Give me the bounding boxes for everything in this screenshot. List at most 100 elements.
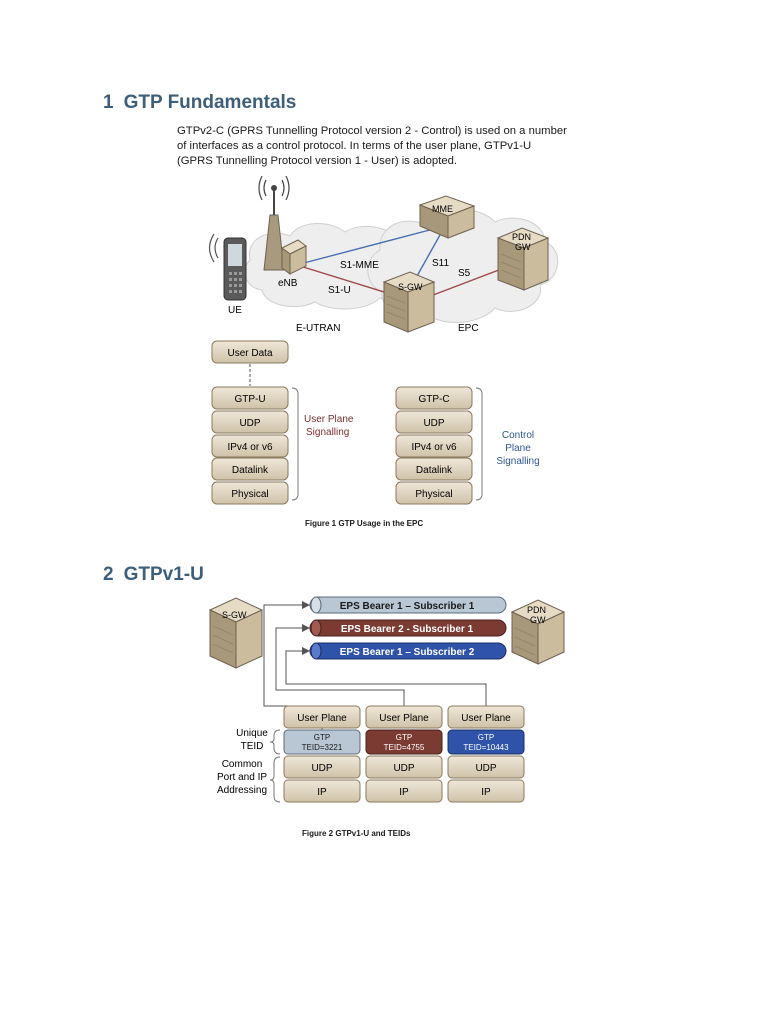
stack-label: User Data	[227, 348, 272, 359]
bearer-tube-2	[309, 619, 507, 637]
tunnel-stack-2: User Plane GTP TEID=4755 UDP IP	[365, 705, 443, 803]
control-plane-label-line1: Control	[502, 430, 534, 441]
stack-label: User Plane	[461, 713, 511, 724]
s5-label: S5	[458, 268, 471, 279]
stack-box-ip	[395, 434, 473, 458]
mme-box-icon	[418, 195, 476, 239]
stack-box-user-data	[211, 340, 289, 364]
enb-label: eNB	[278, 278, 298, 289]
user-plane-label-line1: User Plane	[304, 414, 354, 425]
stack-label: IPv4 or v6	[411, 442, 456, 453]
stack-box-gtp-c	[395, 386, 473, 410]
pdn-gw-label-line1: PDN	[527, 605, 546, 615]
stack-label: UDP	[423, 418, 444, 429]
section-2-number: 2	[103, 564, 114, 585]
user-plane-bracket	[291, 387, 299, 501]
stack-label: GTP-C	[418, 394, 449, 405]
udp-box	[447, 755, 525, 779]
common-label-line2: Port and IP	[217, 772, 267, 783]
figure-1-caption: Figure 1 GTP Usage in the EPC	[305, 519, 424, 528]
stack-label: UDP	[475, 763, 496, 774]
stack-label: GTP-U	[234, 394, 265, 405]
section-2-heading: 2 GTPv1-U	[103, 564, 204, 586]
tunnel-stack-1: User Plane GTP TEID=3221 UDP IP	[283, 705, 361, 803]
s1-mme-label: S1-MME	[340, 260, 379, 271]
gtp-box	[365, 729, 443, 755]
bearer-label: EPS Bearer 1 – Subscriber 1	[340, 601, 475, 612]
unique-teid-bracket	[269, 729, 281, 755]
mme-label: MME	[432, 204, 453, 214]
bearer-label: EPS Bearer 1 – Subscriber 2	[340, 647, 475, 658]
stack-box-physical	[395, 481, 473, 505]
ue-phone-icon	[208, 233, 247, 301]
stack-box-udp	[395, 410, 473, 434]
stack-box-gtp-u	[211, 386, 289, 410]
stack-label: IPv4 or v6	[227, 442, 272, 453]
intro-line: GTPv2-C (GPRS Tunnelling Protocol versio…	[177, 125, 567, 137]
teid-label: TEID=4755	[384, 743, 425, 752]
ip-box	[365, 779, 443, 803]
common-label-line1: Common	[222, 759, 263, 770]
teid-label: TEID=10443	[463, 743, 509, 752]
control-plane-label-line3: Signalling	[496, 456, 539, 467]
section-2-title: GTPv1-U	[123, 564, 204, 585]
bearer-label: EPS Bearer 2 - Subscriber 1	[341, 624, 474, 635]
user-plane-label-line2: Signalling	[306, 427, 349, 438]
pdn-gw-label-line2: GW	[515, 242, 531, 252]
user-plane-box	[365, 705, 443, 729]
stack-box-udp	[211, 410, 289, 434]
common-label-line3: Addressing	[217, 785, 267, 796]
stack-label: User Plane	[379, 713, 429, 724]
user-plane-box	[447, 705, 525, 729]
stack-label: IP	[317, 787, 327, 798]
user-plane-box	[283, 705, 361, 729]
section-1-title: GTP Fundamentals	[123, 92, 297, 113]
stack-label: Datalink	[232, 465, 269, 476]
pdn-gw-label-line2: GW	[530, 615, 546, 625]
intro-paragraph: GTPv2-C (GPRS Tunnelling Protocol versio…	[177, 124, 597, 169]
section-1-heading: 1 GTP Fundamentals	[103, 92, 296, 114]
s11-label: S11	[432, 258, 449, 269]
stack-label: Physical	[415, 489, 452, 500]
bearer-tube-1	[309, 596, 507, 614]
stack-box-physical	[211, 481, 289, 505]
tunnel-stack-3: User Plane GTP TEID=10443 UDP IP	[447, 705, 525, 803]
arrow-heads	[302, 601, 310, 655]
ip-box	[447, 779, 525, 803]
unique-teid-label-line1: Unique	[236, 728, 268, 739]
section-1-number: 1	[103, 92, 114, 113]
teid-label: TEID=3221	[302, 743, 343, 752]
stack-box-datalink	[395, 457, 473, 481]
stack-label: User Plane	[297, 713, 347, 724]
udp-box	[283, 755, 361, 779]
common-bracket	[269, 756, 281, 803]
intro-line: of interfaces as a control protocol. In …	[177, 140, 532, 152]
pdn-gw-server-icon	[510, 599, 566, 665]
sgw-label: S-GW	[222, 610, 247, 620]
sgw-label: S-GW	[398, 282, 423, 292]
stack-box-ip	[211, 434, 289, 458]
gtp-box	[447, 729, 525, 755]
gtp-label: GTP	[478, 733, 494, 742]
stack-label: Physical	[231, 489, 268, 500]
pdn-gw-label-line1: PDN	[512, 232, 531, 242]
udp-box	[365, 755, 443, 779]
ue-label: UE	[228, 305, 242, 316]
s1-mme-line	[299, 225, 446, 265]
enb-box-icon	[281, 239, 307, 275]
stack-label: UDP	[311, 763, 332, 774]
unique-teid-label-line2: TEID	[241, 741, 264, 752]
stack-label: UDP	[393, 763, 414, 774]
gtp-label: GTP	[396, 733, 412, 742]
stack-label: IP	[399, 787, 409, 798]
stack-label: UDP	[239, 418, 260, 429]
sgw-server-icon	[382, 271, 436, 333]
s1-u-label: S1-U	[328, 285, 351, 296]
ip-box	[283, 779, 361, 803]
pdn-gw-server-icon	[496, 227, 550, 291]
gtp-label: GTP	[314, 733, 330, 742]
user-plane-stack: User Data GTP-U UDP IPv4 or v6 Datalink …	[211, 340, 289, 505]
stack-label: Datalink	[416, 465, 453, 476]
